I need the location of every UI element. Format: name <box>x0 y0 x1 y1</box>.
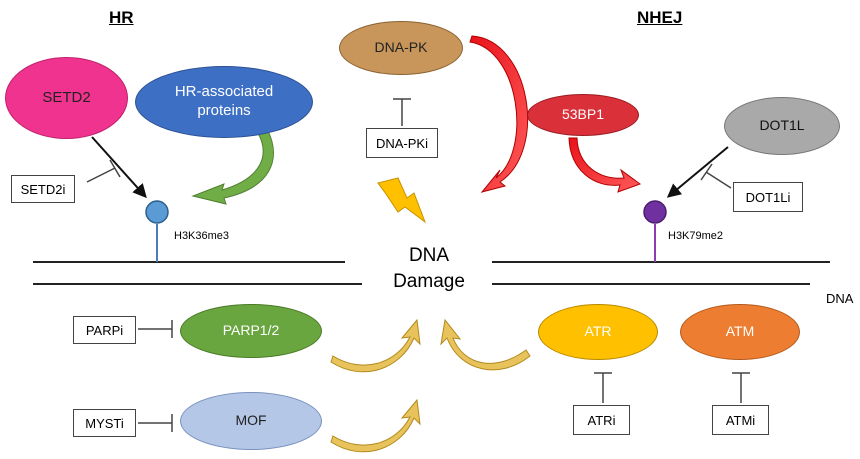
hr-proteins-label-line1: HR-associated <box>174 83 274 101</box>
hr-header: HR <box>109 8 134 27</box>
h3k79me2-dot <box>643 200 667 224</box>
dna-label: DNA <box>826 291 854 306</box>
parpi-inhibition <box>138 320 173 338</box>
dna-damage-label: DNA Damage <box>377 243 481 294</box>
dot1li-inhibition <box>700 163 732 189</box>
h3k36me3-label: H3K36me3 <box>174 230 230 242</box>
mysti-inhibition <box>138 414 173 432</box>
atr-node: ATR <box>538 304 658 360</box>
setd2i-inhibition <box>86 159 121 183</box>
atmi-inhibition <box>732 372 750 403</box>
nhej-header: NHEJ <box>637 8 683 27</box>
dna-damage-line2: Damage <box>393 270 465 292</box>
parp-gold-curved-arrow <box>330 318 421 373</box>
53bp1-node: 53BP1 <box>527 94 639 136</box>
atri-inhibition <box>594 372 612 403</box>
atri-box: ATRi <box>573 405 630 435</box>
hr-proteins-label-line2: proteins <box>197 102 251 119</box>
dnapki-inhibition <box>393 98 411 126</box>
hr-proteins-curved-arrow <box>191 130 274 205</box>
dna-damage-line1: DNA <box>408 245 450 266</box>
bp53-red-curved-arrow <box>568 137 642 193</box>
dnapk-red-curved-arrow <box>469 35 529 193</box>
hr-associated-proteins-node: HR-associated proteins <box>135 66 313 138</box>
dnapk-node: DNA-PK <box>339 21 463 75</box>
dot1li-box: DOT1Li <box>733 182 803 212</box>
parpi-box: PARPi <box>73 316 136 344</box>
h3k79me2-label: H3K79me2 <box>668 230 724 242</box>
atmi-box: ATMi <box>712 405 769 435</box>
dnapki-box: DNA-PKi <box>366 128 438 158</box>
mysti-box: MYSTi <box>73 409 136 437</box>
h3k36me3-dot <box>145 200 169 224</box>
setd2-node: SETD2 <box>5 57 128 139</box>
mof-node: MOF <box>180 392 322 450</box>
setd2-to-h3k36-arrow <box>91 136 147 199</box>
dot1l-to-h3k79-arrow <box>666 146 729 198</box>
parp12-node: PARP1/2 <box>180 304 322 358</box>
lightning-bolt-icon <box>377 177 427 224</box>
dot1l-node: DOT1L <box>724 97 840 155</box>
atm-node: ATM <box>680 304 800 360</box>
setd2i-box: SETD2i <box>11 175 75 203</box>
atr-gold-curved-arrow <box>440 318 531 371</box>
mof-gold-curved-arrow <box>330 398 421 453</box>
